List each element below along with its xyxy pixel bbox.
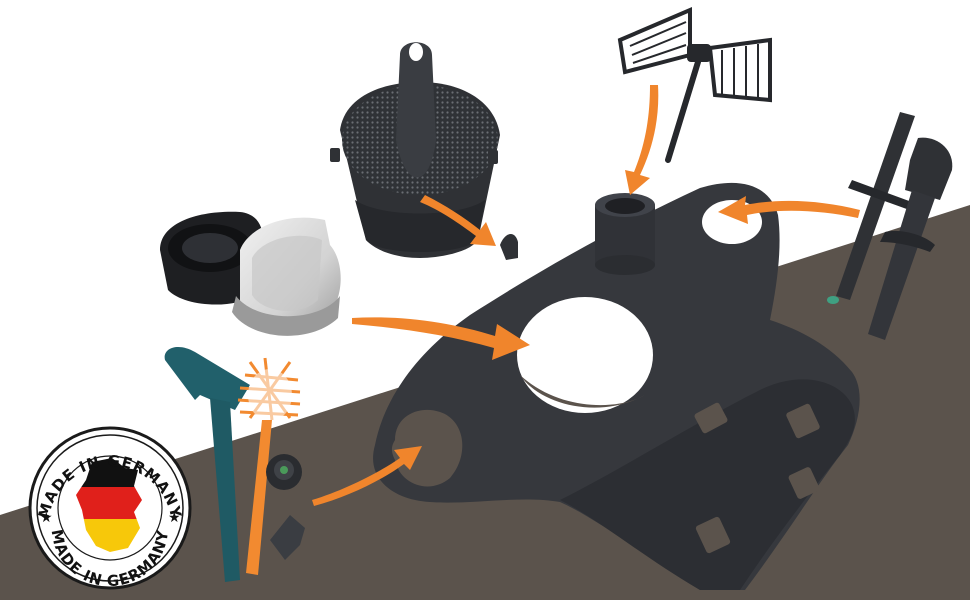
arrow-whisk (625, 85, 659, 195)
arrow-brush (312, 446, 422, 506)
butterfly-whisk (617, 6, 772, 163)
small-parts (266, 454, 305, 560)
arrow-cup (352, 317, 530, 360)
accessory-holder (373, 182, 860, 590)
arrow-sieve (420, 195, 496, 246)
holder-large-hole (517, 297, 653, 413)
arrow-spatula (718, 196, 860, 224)
teal-spatula (164, 346, 250, 582)
seal-star-right: ★ (168, 510, 181, 526)
spatula-tools (827, 112, 953, 340)
orange-brush (237, 357, 301, 575)
made-in-germany-seal: MADE IN GERMANY MADE IN GERMANY ★ ★ (28, 426, 192, 590)
transparent-cup (232, 217, 341, 336)
sieve-basket (330, 42, 500, 258)
arrows (312, 85, 860, 506)
measuring-cap (160, 211, 263, 305)
holder-lower-hole (391, 409, 463, 487)
seal-star-left: ★ (40, 510, 53, 526)
